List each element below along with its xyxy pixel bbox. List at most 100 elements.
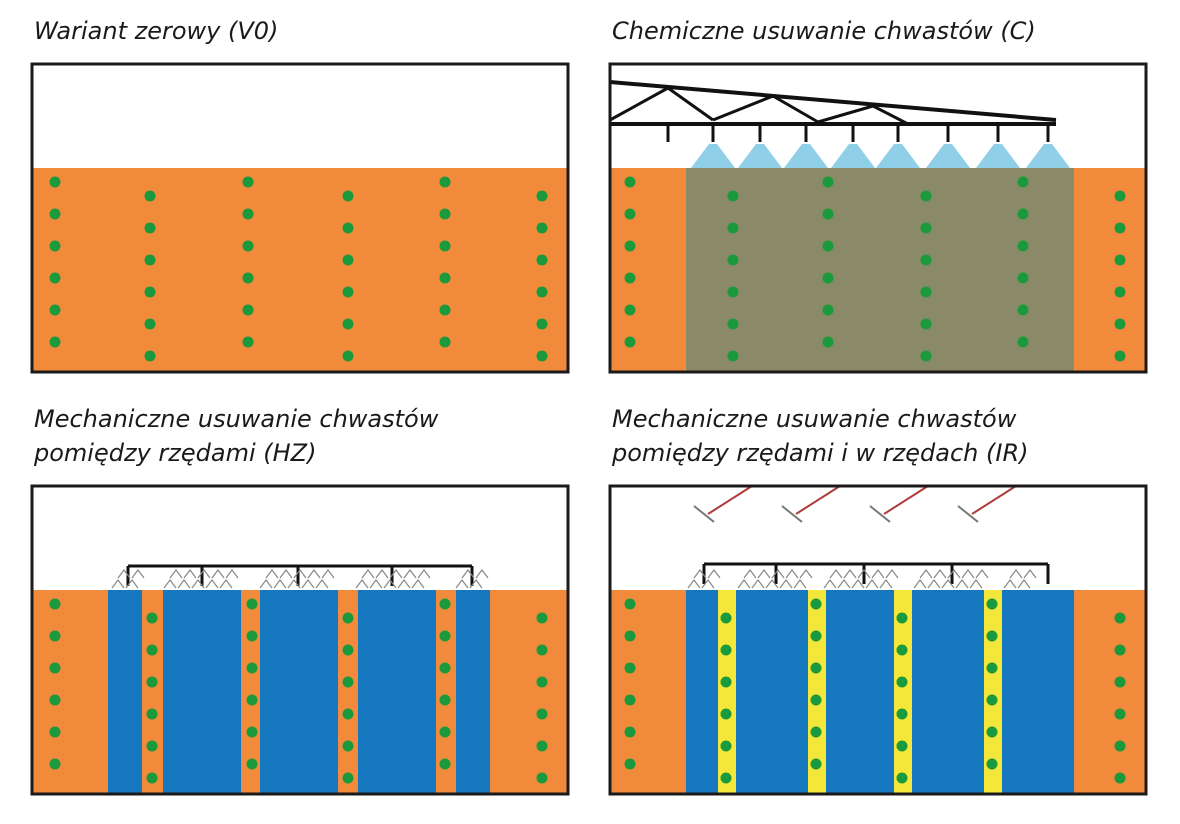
- crop-plant: [896, 644, 908, 656]
- hoe-tine: [765, 579, 779, 589]
- panel-frame: [608, 62, 1148, 374]
- hoe-tine: [961, 569, 975, 579]
- crop-plant: [49, 176, 61, 188]
- crop-plant: [727, 222, 739, 234]
- hoe-tine: [417, 569, 431, 579]
- hoe-tine: [259, 579, 273, 589]
- crop-plant: [439, 598, 451, 610]
- crop-plant: [720, 740, 732, 752]
- hoe-tine: [403, 569, 417, 579]
- spray-cone: [976, 144, 1020, 168]
- crop-plant: [342, 708, 354, 720]
- crop-plant: [810, 758, 822, 770]
- crop-plant: [920, 190, 932, 202]
- crop-plant: [896, 612, 908, 624]
- crop-plant: [144, 318, 156, 330]
- hoe-tine: [829, 569, 843, 579]
- hoe-tine: [411, 579, 425, 589]
- crop-plant: [536, 318, 548, 330]
- hoe-tine: [1003, 579, 1017, 589]
- crop-plant: [144, 222, 156, 234]
- hoe-tine: [751, 579, 765, 589]
- crop-plant: [49, 758, 61, 770]
- hoe-tine: [117, 569, 131, 579]
- crop-plant: [439, 662, 451, 674]
- crop-plant: [896, 772, 908, 784]
- diagram-hz: [30, 484, 570, 796]
- hoe-tine: [111, 579, 125, 589]
- hoe-tine: [913, 579, 927, 589]
- crop-plant: [246, 598, 258, 610]
- hoe-tine: [857, 569, 871, 579]
- hoe-tine: [1017, 579, 1031, 589]
- hoe-tine: [693, 569, 707, 579]
- hoe-tine: [219, 579, 233, 589]
- hoed-zone: [108, 590, 142, 794]
- hoe-tine: [273, 579, 287, 589]
- crop-plant: [536, 612, 548, 624]
- spray-cone: [831, 144, 875, 168]
- crop-plant: [920, 318, 932, 330]
- crop-plant: [49, 304, 61, 316]
- crop-plant: [810, 630, 822, 642]
- hoe-tine: [205, 579, 219, 589]
- crop-plant: [624, 240, 636, 252]
- crop-plant: [246, 662, 258, 674]
- finger-weeder-arm: [883, 485, 929, 515]
- crop-plant: [1017, 336, 1029, 348]
- crop-plant: [342, 318, 354, 330]
- crop-plant: [246, 758, 258, 770]
- crop-plant: [1114, 190, 1126, 202]
- crop-plant: [822, 240, 834, 252]
- crop-plant: [144, 350, 156, 362]
- crop-plant: [624, 726, 636, 738]
- diagram-v0: [30, 62, 570, 374]
- crop-plant: [242, 336, 254, 348]
- crop-plant: [896, 708, 908, 720]
- hoe-tine: [947, 569, 961, 579]
- crop-plant: [536, 644, 548, 656]
- hoe-tine: [779, 579, 793, 589]
- crop-plant: [1017, 208, 1029, 220]
- crop-plant: [342, 286, 354, 298]
- crop-plant: [624, 630, 636, 642]
- hoe-tine: [361, 569, 375, 579]
- finger-weeder-head: [781, 505, 803, 523]
- crop-plant: [49, 694, 61, 706]
- crop-plant: [439, 630, 451, 642]
- crop-plant: [49, 726, 61, 738]
- crop-plant: [242, 304, 254, 316]
- hoed-zone: [456, 590, 490, 794]
- hoed-zone: [358, 590, 436, 794]
- crop-plant: [810, 662, 822, 674]
- crop-plant: [144, 254, 156, 266]
- crop-plant: [822, 336, 834, 348]
- panel-frame: [608, 484, 1148, 796]
- title-hz: Mechaniczne usuwanie chwastów pomiędzy r…: [34, 405, 439, 467]
- crop-plant: [536, 350, 548, 362]
- crop-plant: [342, 254, 354, 266]
- hoe-tine: [927, 579, 941, 589]
- crop-plant: [810, 598, 822, 610]
- crop-plant: [896, 676, 908, 688]
- hoe-tine: [183, 569, 197, 579]
- diagram-ir: [608, 484, 1148, 796]
- crop-plant: [720, 708, 732, 720]
- crop-plant: [624, 758, 636, 770]
- title-v0: Wariant zerowy (V0): [34, 17, 279, 45]
- crop-plant: [246, 630, 258, 642]
- hoe-tine: [701, 579, 715, 589]
- crop-plant: [986, 758, 998, 770]
- hoe-tine: [383, 579, 397, 589]
- crop-plant: [439, 758, 451, 770]
- crop-plant: [1114, 612, 1126, 624]
- hoed-zone: [260, 590, 338, 794]
- hoe-tine: [941, 579, 955, 589]
- crop-plant: [342, 740, 354, 752]
- sprayer-truss: [817, 104, 874, 124]
- hoe-tine: [369, 579, 383, 589]
- crop-plant: [1114, 676, 1126, 688]
- crop-plant: [986, 662, 998, 674]
- crop-plant: [246, 726, 258, 738]
- title-ir: Mechaniczne usuwanie chwastów pomiędzy r…: [612, 405, 1029, 467]
